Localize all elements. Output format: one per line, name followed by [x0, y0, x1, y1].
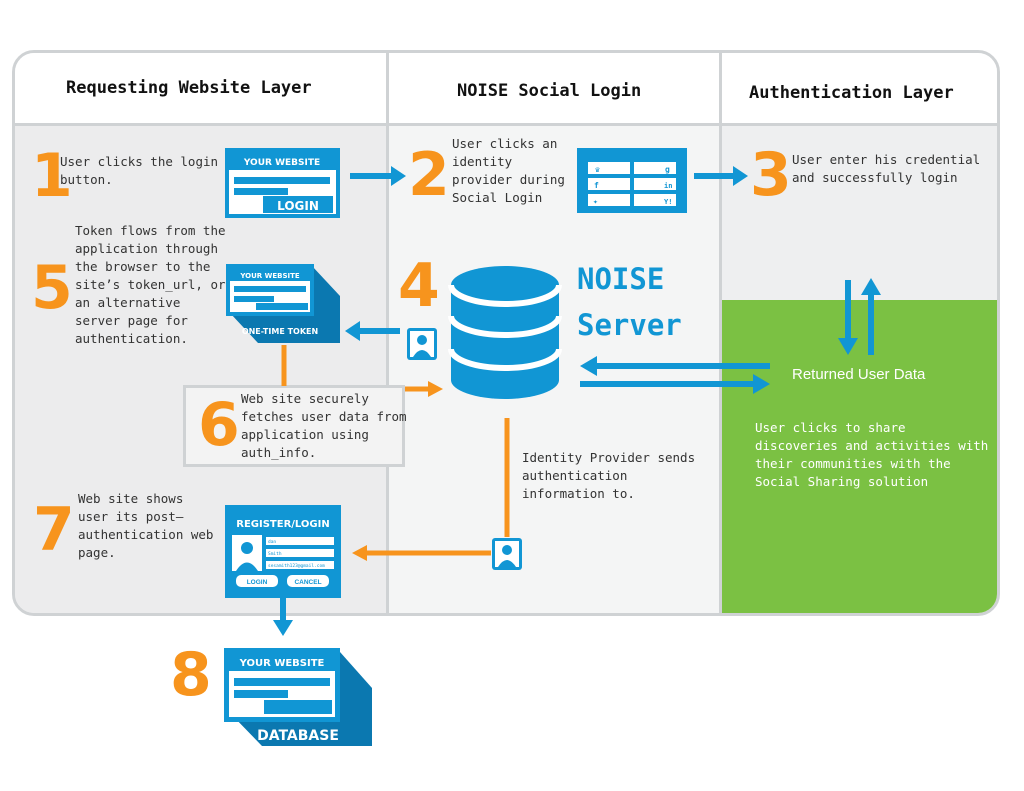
arrow-server-to-register: [352, 418, 510, 561]
arrow-server-to-token: [345, 321, 400, 341]
step-5-text: Token flows from the application through…: [75, 223, 226, 346]
form-field-first-name: dan: [268, 539, 276, 545]
arrow-returned-to-server: [580, 356, 770, 376]
step-3-text: User enter his credential and successful…: [792, 152, 981, 185]
header-band-auth: [722, 53, 997, 126]
share-text: User clicks to share discoveries and act…: [755, 420, 989, 489]
step-number-5: 5: [31, 253, 73, 323]
your-website-login-icon: YOUR WEBSITE LOGIN: [225, 148, 340, 218]
database-icon: YOUR WEBSITE DATABASE: [224, 648, 372, 746]
step-number-7: 7: [33, 495, 75, 565]
linkedin-icon: in: [664, 182, 672, 190]
step-6-box: [183, 385, 405, 467]
identity-provider-text: Identity Provider sends authentication i…: [522, 450, 696, 501]
authentication-column: [722, 53, 997, 613]
your-website-label-5: YOUR WEBSITE: [239, 272, 300, 280]
step-number-2: 2: [408, 140, 450, 210]
arrow-register-to-database: [273, 598, 293, 636]
arrow-server-to-returned: [580, 374, 770, 394]
step-number-8: 8: [170, 640, 212, 710]
form-field-last-name: Smith: [268, 551, 282, 557]
step-2-text: User clicks an identity provider during …: [452, 136, 565, 205]
facebook-icon: f: [594, 181, 599, 190]
noise-server-icon: [448, 266, 562, 399]
step-number-3: 3: [750, 140, 792, 210]
google-icon: g: [665, 165, 670, 174]
column-header-social: NOISE Social Login: [457, 81, 642, 101]
server-label-line1: NOISE: [577, 262, 665, 296]
login-label: LOGIN: [277, 199, 319, 213]
register-login-label: REGISTER/LOGIN: [236, 519, 329, 530]
database-label: DATABASE: [257, 728, 339, 744]
yahoo-icon: Y!: [664, 198, 672, 206]
form-login-label: LOGIN: [247, 579, 268, 586]
returned-user-data-panel: [722, 300, 997, 613]
column-header-auth: Authentication Layer: [749, 83, 954, 103]
step-number-1: 1: [31, 141, 73, 211]
form-cancel-label: CANCEL: [294, 579, 321, 586]
one-time-token-icon: YOUR WEBSITE ONE-TIME TOKEN: [226, 264, 340, 343]
twitter-icon: ✦: [593, 197, 598, 206]
header-band-social: [389, 53, 719, 126]
step-number-4: 4: [398, 251, 440, 321]
column-header-requesting: Requesting Website Layer: [66, 78, 312, 98]
returned-user-data-label: Returned User Data: [792, 366, 926, 383]
crown-icon: ♛: [595, 165, 600, 174]
arrow-auth-up: [861, 278, 881, 355]
register-login-icon: REGISTER/LOGIN dan Smith sesamith123@gma…: [225, 505, 341, 598]
one-time-token-label: ONE-TIME TOKEN: [242, 327, 318, 336]
user-icon-provider: [492, 538, 522, 570]
arrow-1-to-2: [350, 166, 406, 186]
form-field-email: sesamith123@gmail.com: [268, 563, 325, 569]
arrow-auth-down: [838, 280, 858, 355]
arrow-6-to-server: [405, 381, 443, 397]
identity-provider-icon: ♛ g f in ✦ Y!: [577, 148, 687, 213]
step-6-text: Web site securely fetches user data from…: [241, 391, 407, 460]
step-1-text: User clicks the login button.: [60, 154, 219, 187]
your-website-label-8: YOUR WEBSITE: [239, 658, 325, 669]
step-number-6: 6: [198, 390, 240, 460]
header-band-requesting: [15, 53, 386, 126]
arrow-2-to-3: [694, 166, 748, 186]
user-icon-token: [407, 328, 437, 360]
your-website-label-1: YOUR WEBSITE: [243, 158, 320, 168]
step-7-text: Web site shows user its post— authentica…: [78, 491, 214, 560]
server-label-line2: Server: [577, 308, 682, 342]
